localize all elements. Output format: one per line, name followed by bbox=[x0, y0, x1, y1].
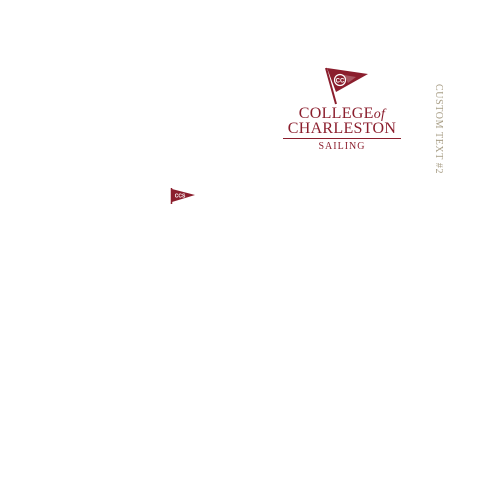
wordmark-sailing: SAILING bbox=[318, 141, 366, 152]
wordmark-charleston: CHARLESTON bbox=[287, 120, 397, 137]
large-pennant-text: CC bbox=[336, 79, 345, 85]
wordmark-college: COLLEGEof bbox=[282, 106, 402, 123]
burgee-pennant-icon: CC bbox=[325, 67, 368, 105]
wordmark-divider bbox=[283, 138, 401, 139]
small-burgee-pennant-icon: CCS bbox=[170, 188, 195, 204]
custom-text-vertical: CUSTOM TEXT #2 bbox=[433, 84, 444, 175]
small-pennant-text: CCS bbox=[175, 194, 186, 200]
wordmark-of-text: of bbox=[373, 107, 386, 122]
wordmark-college-text: COLLEGE bbox=[298, 105, 374, 122]
college-logo: CC COLLEGEof CHARLESTON SAILING bbox=[282, 66, 402, 156]
